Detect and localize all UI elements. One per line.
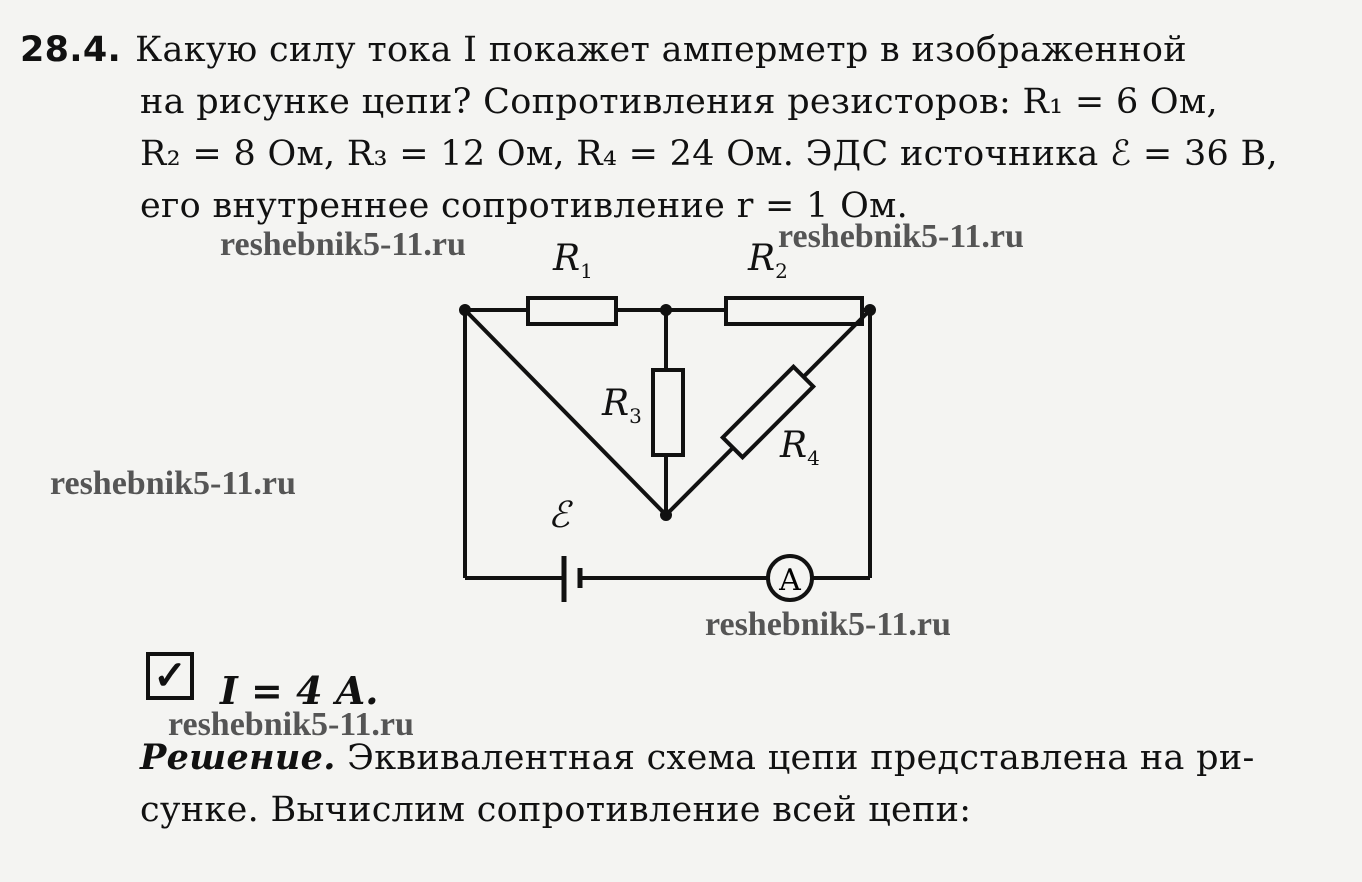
watermark: reshebnik5-11.ru [705, 606, 951, 643]
watermark: reshebnik5-11.ru [50, 465, 296, 502]
label-r4: R4 [780, 425, 820, 471]
resistor-r1 [526, 296, 618, 326]
problem-line-3: R₂ = 8 Ом, R₃ = 12 Ом, R₄ = 24 Ом. ЭДС и… [140, 134, 1278, 174]
watermark: reshebnik5-11.ru [168, 706, 414, 743]
problem-text: Какую силу тока I покажет амперметр в из… [135, 30, 1187, 70]
watermark: reshebnik5-11.ru [220, 226, 466, 263]
resistor-r2 [724, 296, 864, 326]
problem-line-1: 28.4. Какую силу тока I покажет амперметр… [20, 30, 1187, 70]
answer-checkbox: ✓ [146, 652, 194, 700]
label-r2: R2 [748, 238, 788, 284]
label-emf: ℰ [548, 495, 570, 536]
resistor-r4 [719, 363, 817, 461]
solution-lead: Решение. [140, 737, 336, 778]
ammeter-label: A [778, 563, 801, 598]
resistor-r3 [651, 368, 685, 457]
problem-line-4: его внутреннее сопротивление r = 1 Ом. [140, 186, 909, 226]
problem-line-2: на рисунке цепи? Сопротивления резисторо… [140, 82, 1218, 122]
solution-line-1: Решение. Эквивалентная схема цепи предст… [140, 737, 1255, 779]
label-r3: R3 [602, 383, 642, 429]
solution-text: Эквивалентная схема цепи представлена на… [335, 738, 1255, 778]
label-r1: R1 [553, 238, 593, 284]
answer-text: I = 4 A. [220, 668, 379, 713]
problem-number: 28.4. [20, 30, 122, 70]
solution-line-2: сунке. Вычислим сопротивление всей цепи: [140, 790, 972, 830]
watermark: reshebnik5-11.ru [778, 218, 1024, 255]
ammeter [766, 554, 814, 602]
